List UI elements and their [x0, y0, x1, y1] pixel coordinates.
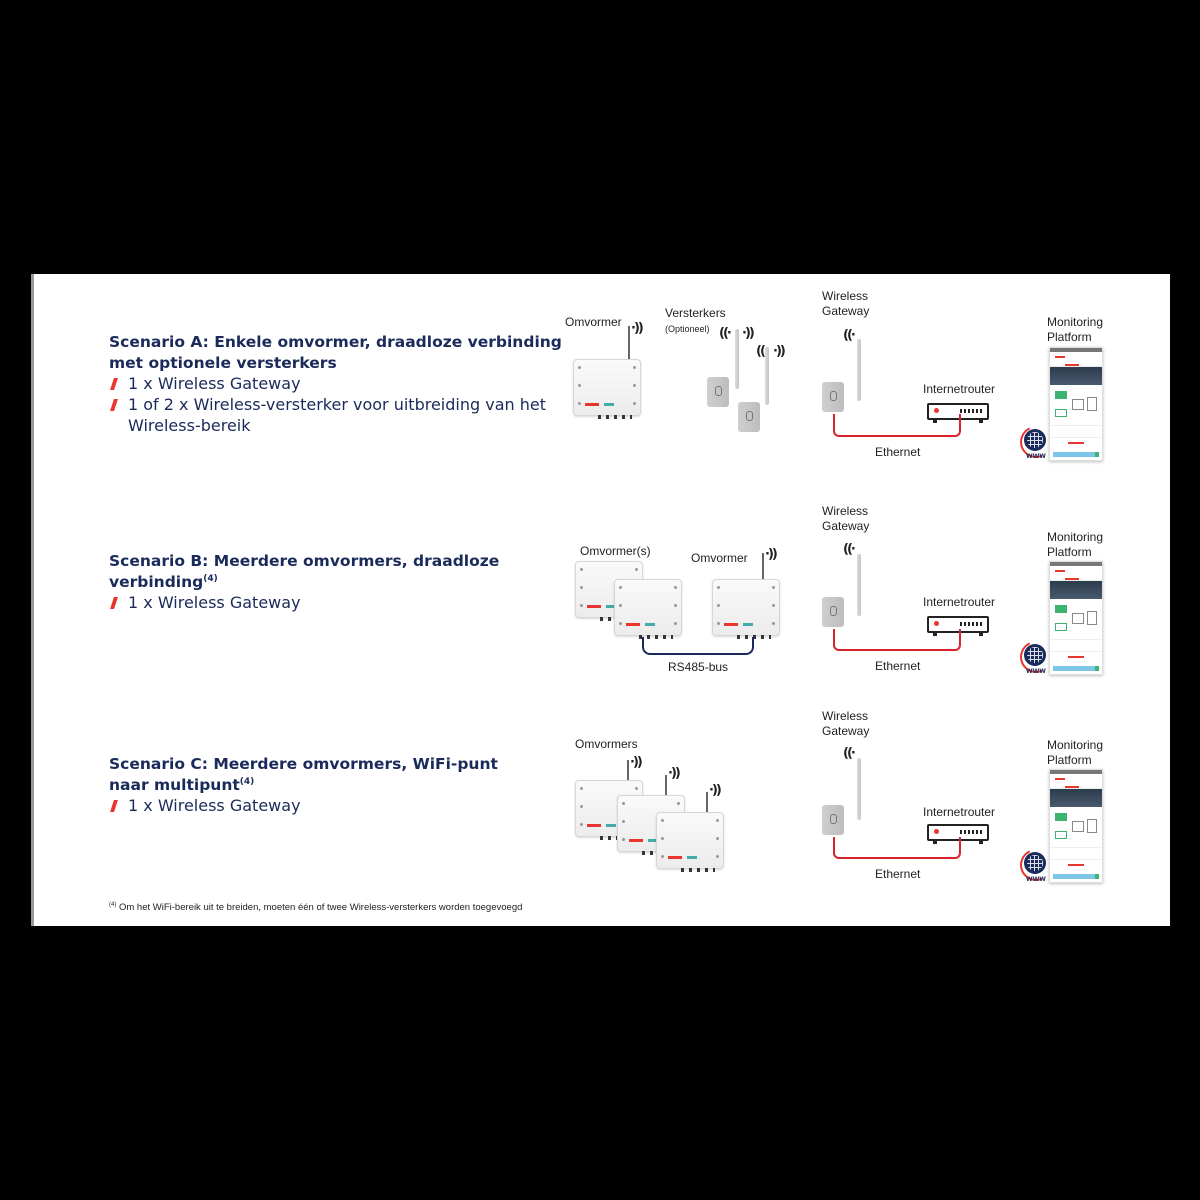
bullet-item: 1 x Wireless Gateway — [109, 593, 301, 614]
wifi-signal-icon: ((· — [843, 542, 856, 557]
platform-label: Monitoring Platform — [1047, 738, 1104, 767]
monitoring-app-screenshot — [1049, 561, 1103, 675]
repeater-antenna-icon — [735, 329, 739, 389]
wifi-signal-icon: ((· — [843, 328, 856, 343]
globe-icon — [1024, 852, 1046, 874]
www-label: WWW — [1026, 876, 1046, 883]
wifi-signal-icon: ·)) — [709, 783, 722, 798]
ethernet-cable — [833, 414, 961, 437]
bullet-item: 1 of 2 x Wireless-versterker voor uitbre… — [109, 395, 546, 436]
bullet-item: 1 x Wireless Gateway — [109, 374, 301, 395]
inverter-icon — [614, 579, 682, 639]
gateway-antenna-icon — [857, 758, 861, 820]
inverter-antenna-icon — [665, 775, 667, 796]
repeater-antenna-icon — [765, 347, 769, 405]
internet-router-icon — [927, 824, 989, 844]
inverter-label: Omvormer — [565, 315, 622, 329]
inverter-antenna-icon — [762, 553, 764, 579]
wifi-signal-icon: ·)) — [742, 326, 755, 341]
wireless-gateway-icon — [822, 382, 844, 412]
footnote: (4) Om het WiFi-bereik uit te breiden, m… — [109, 902, 523, 914]
www-label: WWW — [1026, 453, 1046, 460]
ethernet-label: Ethernet — [875, 659, 921, 673]
ethernet-label: Ethernet — [875, 445, 921, 459]
inverter-icon — [656, 812, 724, 872]
repeater-icon — [738, 402, 760, 432]
inverter-label: Omvormer — [691, 551, 748, 565]
router-label: Internetrouter — [923, 805, 996, 819]
inverter-antenna-icon — [706, 792, 708, 813]
bullet-marker-icon — [110, 378, 118, 390]
www-label: WWW — [1026, 668, 1046, 675]
rs485-bus-cable — [642, 637, 754, 655]
scenario-b-title: Scenario B: Meerdere omvormers, draadloz… — [109, 552, 500, 591]
inverter-icon — [573, 359, 641, 419]
inverter-icon — [712, 579, 780, 639]
gateway-label: Wireless Gateway — [822, 504, 870, 533]
inverters-label: Omvormer(s) — [580, 544, 651, 558]
bullet-marker-icon — [110, 597, 118, 609]
gateway-label: Wireless Gateway — [822, 709, 870, 738]
scenario-c-title: Scenario C: Meerdere omvormers, WiFi-pun… — [109, 755, 498, 794]
gateway-antenna-icon — [857, 339, 861, 401]
repeater-icon — [707, 377, 729, 407]
gateway-label: Wireless Gateway — [822, 289, 870, 318]
wifi-signal-icon: ((· — [719, 326, 732, 341]
wifi-signal-icon: ·)) — [630, 755, 643, 770]
globe-icon — [1024, 644, 1046, 666]
wifi-signal-icon: ·)) — [631, 321, 644, 336]
inverter-antenna-icon — [628, 326, 630, 360]
inverters-label: Omvormers — [575, 737, 638, 751]
wifi-signal-icon: ((· — [843, 746, 856, 761]
inverter-antenna-icon — [627, 760, 629, 781]
ethernet-cable — [833, 629, 961, 651]
wifi-signal-icon: ·)) — [773, 344, 786, 359]
gateway-antenna-icon — [857, 554, 861, 616]
wifi-signal-icon: ·)) — [765, 547, 778, 562]
ethernet-label: Ethernet — [875, 867, 921, 881]
monitoring-app-screenshot — [1049, 347, 1103, 461]
platform-label: Monitoring Platform — [1047, 530, 1104, 559]
monitoring-app-screenshot — [1049, 769, 1103, 883]
router-label: Internetrouter — [923, 382, 996, 396]
wifi-signal-icon: ·)) — [668, 766, 681, 781]
bullet-marker-icon — [110, 800, 118, 812]
platform-label: Monitoring Platform — [1047, 315, 1104, 344]
diagram-panel: Scenario A: Enkele omvormer, draadloze v… — [31, 274, 1170, 926]
repeaters-label: Versterkers (Optioneel) — [665, 306, 726, 334]
rs485-bus-label: RS485-bus — [668, 660, 729, 674]
router-label: Internetrouter — [923, 595, 996, 609]
scenario-a-title: Scenario A: Enkele omvormer, draadloze v… — [109, 333, 562, 372]
bullet-marker-icon — [110, 399, 118, 411]
bullet-item: 1 x Wireless Gateway — [109, 796, 301, 817]
ethernet-cable — [833, 837, 961, 859]
wireless-gateway-icon — [822, 805, 844, 835]
wireless-gateway-icon — [822, 597, 844, 627]
globe-icon — [1024, 429, 1046, 451]
